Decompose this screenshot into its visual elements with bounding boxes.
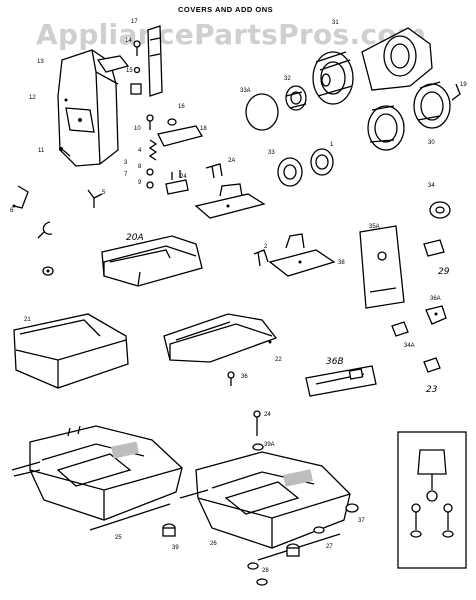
- part-bearing-32-mid: [310, 148, 334, 176]
- part-bearing-33: [277, 157, 303, 187]
- callout-labels: 17 13 12 14 15 10 16 18 4 8 9 3 7 11 6 5…: [10, 19, 467, 574]
- part-tray-21: [163, 313, 278, 363]
- part-button-36B: [423, 357, 441, 373]
- part-cover-20A: [101, 235, 203, 287]
- part-screw-11: [59, 147, 71, 157]
- part-label-plate-34: [359, 225, 405, 309]
- callout-20A: 20A: [126, 233, 144, 243]
- callout-5: 5: [102, 190, 106, 196]
- part-clip-19-right: [451, 83, 461, 101]
- callout-1: 38: [338, 260, 345, 266]
- callout-17-top: 17: [131, 19, 138, 25]
- callout-26: 27: [326, 544, 333, 550]
- part-lever-36: [425, 305, 447, 325]
- part-switch-35A: [423, 239, 445, 257]
- part-cover-29: [13, 313, 129, 389]
- part-base-39: [179, 451, 351, 561]
- callout-2: 2: [264, 244, 268, 250]
- callout-32-mid: 1: [330, 142, 334, 148]
- callout-10: 10: [134, 126, 141, 132]
- callout-29: 21: [24, 317, 31, 323]
- callout-24-bottom: 39A: [264, 442, 275, 448]
- callout-8: 8: [138, 164, 142, 170]
- callout-16: 16: [178, 104, 185, 110]
- callout-24-top: 24: [180, 174, 187, 180]
- callout-30: 30: [428, 140, 435, 146]
- watermark-text: AppliancePartsPros.com: [36, 18, 426, 51]
- callout-11: 11: [38, 148, 45, 154]
- part-plate-1: [268, 233, 336, 277]
- part-screws-14-15: [130, 40, 142, 95]
- callout-22: 36: [241, 374, 248, 380]
- callout-28: 37: [358, 518, 365, 524]
- part-screw-10-clip-16: [146, 114, 177, 130]
- callout-3-top: 3: [124, 160, 128, 166]
- part-wheel-30-bottom: [367, 105, 405, 151]
- callout-34A: 36B: [326, 357, 344, 367]
- diagram-title: COVERS AND ADD ONS: [178, 5, 273, 14]
- part-plate-19: [194, 183, 266, 219]
- part-clip-24: [165, 170, 189, 195]
- part-plate-18: [157, 125, 204, 147]
- callout-34: 35A: [369, 224, 380, 230]
- part-clip-6: [12, 185, 29, 209]
- part-screw-22: [227, 371, 235, 386]
- callout-32-top: 32: [284, 76, 291, 82]
- part-screw-23: [253, 410, 261, 436]
- callout-36A: 34A: [404, 343, 415, 349]
- callout-12: 12: [29, 95, 36, 101]
- part-clip-2: [253, 249, 269, 267]
- callout-27: 28: [262, 568, 269, 574]
- callout-25-left: 39: [172, 545, 179, 551]
- callout-36: 36A: [430, 296, 441, 302]
- callout-23: 24: [264, 412, 271, 418]
- part-foot-27: [247, 562, 268, 586]
- part-cover-13: [57, 49, 130, 167]
- part-button-36A: [391, 321, 409, 337]
- part-roller-31: [312, 51, 354, 105]
- part-wheel-30-top: [413, 81, 451, 129]
- callout-39: 26: [210, 541, 217, 547]
- part-clip-3: [37, 221, 53, 239]
- part-foot-25-left: [162, 523, 176, 537]
- callout-18: 18: [200, 126, 207, 132]
- part-knob-38: [429, 201, 451, 219]
- callout-33: 33: [268, 150, 275, 156]
- part-roller-end-cap: [361, 27, 433, 91]
- callout-2A: 2A: [228, 158, 235, 164]
- callout-13: 13: [37, 59, 44, 65]
- callout-38: 34: [428, 183, 435, 189]
- callout-33A: 33A: [240, 88, 251, 94]
- part-clip-5: [87, 189, 103, 208]
- callout-9: 9: [138, 180, 142, 186]
- callout-6: 6: [10, 208, 14, 214]
- callout-7-top: 7: [124, 172, 128, 178]
- part-nut-7: [42, 266, 54, 276]
- callout-14: 14: [125, 38, 132, 44]
- callout-36B: 23: [426, 385, 438, 395]
- callout-4: 4: [138, 148, 142, 154]
- inset-box-37: [397, 431, 467, 569]
- callout-19: 19: [460, 82, 467, 88]
- part-washer-24: [252, 443, 264, 451]
- callout-35A: 29: [438, 267, 450, 277]
- part-spring-4-9: [146, 139, 158, 189]
- part-clip-2A: [205, 163, 223, 179]
- part-brushroll-ring-33A: [245, 93, 279, 131]
- part-nameplate-34A: [305, 365, 377, 397]
- part-foot-28: [345, 503, 359, 513]
- part-bearing-32-top: [285, 85, 307, 111]
- part-foot-26: [313, 526, 325, 534]
- callout-31: 31: [332, 20, 339, 26]
- callout-15: 15: [126, 68, 133, 74]
- part-base-39A: [11, 425, 183, 531]
- part-bracket-17: [147, 25, 163, 97]
- callout-21: 22: [275, 357, 282, 363]
- part-foot-25-right: [286, 543, 300, 557]
- callout-39A: 25: [115, 535, 122, 541]
